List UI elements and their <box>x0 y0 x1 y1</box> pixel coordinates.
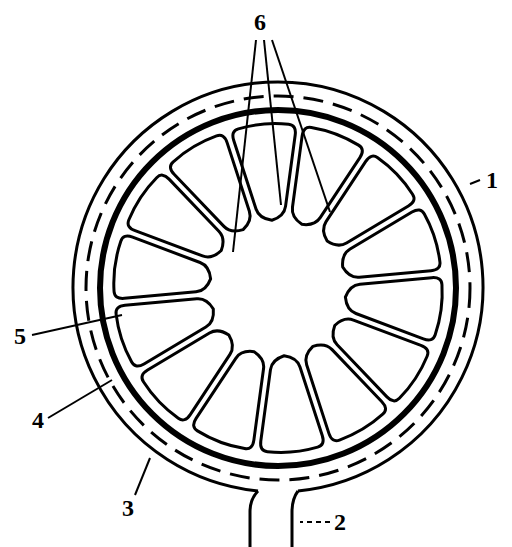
callout-number: 1 <box>486 168 498 192</box>
stem-wall <box>250 491 258 547</box>
thick-layer <box>100 110 456 466</box>
callout-number: 4 <box>32 408 44 432</box>
callout-number: 5 <box>14 324 26 348</box>
leader-lines <box>32 40 480 522</box>
outer-wall <box>73 82 483 491</box>
callout-number: 6 <box>254 10 266 34</box>
stem-wall <box>292 491 298 547</box>
lobe <box>343 210 440 277</box>
dashed-layer <box>86 96 470 480</box>
callout-number: 3 <box>122 496 134 520</box>
callout-number: 2 <box>334 510 346 534</box>
lobe <box>261 356 324 453</box>
lobe <box>116 299 213 366</box>
